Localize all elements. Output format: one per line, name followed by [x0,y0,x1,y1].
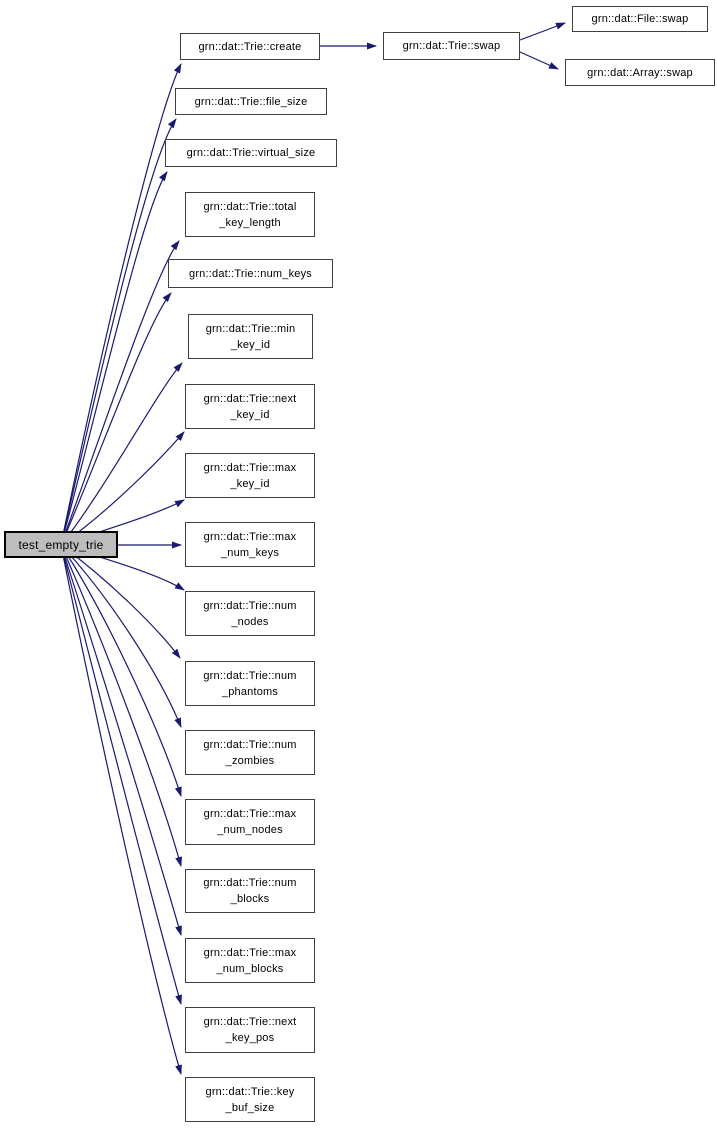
edge-test_empty_trie-virtual_size [60,171,168,546]
edge-test_empty_trie-max_num_blocks [60,544,182,936]
edge-test_empty_trie-next_key_pos [60,544,182,1005]
node-trie-num-nodes[interactable]: grn::dat::Trie::num _nodes [185,591,315,636]
node-trie-create[interactable]: grn::dat::Trie::create [180,33,320,60]
node-trie-max-num-keys[interactable]: grn::dat::Trie::max _num_keys [185,522,315,567]
node-trie-virtual-size[interactable]: grn::dat::Trie::virtual_size [165,139,337,167]
node-trie-max-num-blocks[interactable]: grn::dat::Trie::max _num_blocks [185,938,315,983]
node-trie-next-key-pos[interactable]: grn::dat::Trie::next _key_pos [185,1007,315,1053]
edge-test_empty_trie-num_keys [60,292,172,546]
edge-test_empty_trie-file_size [60,118,177,546]
node-trie-min-key-id[interactable]: grn::dat::Trie::min _key_id [188,314,313,359]
node-trie-num-blocks[interactable]: grn::dat::Trie::num _blocks [185,869,315,913]
node-trie-max-num-nodes[interactable]: grn::dat::Trie::max _num_nodes [185,799,315,845]
node-trie-num-keys[interactable]: grn::dat::Trie::num_keys [168,259,333,288]
edge-test_empty_trie-num_blocks [60,544,182,867]
edge-test_empty_trie-num_zombies [60,544,182,728]
node-trie-next-key-id[interactable]: grn::dat::Trie::next _key_id [185,384,315,429]
node-trie-total-key-length[interactable]: grn::dat::Trie::total _key_length [185,192,315,237]
edge-test_empty_trie-key_buf_size [60,544,182,1075]
edge-trie_swap-array_swap [519,51,559,70]
edge-test_empty_trie-create [60,63,182,546]
node-trie-key-buf-size[interactable]: grn::dat::Trie::key _buf_size [185,1077,315,1122]
node-trie-file-size[interactable]: grn::dat::Trie::file_size [175,88,327,115]
node-trie-num-zombies[interactable]: grn::dat::Trie::num _zombies [185,730,315,775]
edge-test_empty_trie-min_key_id [60,362,183,546]
edge-trie_swap-file_swap [519,22,566,41]
node-trie-num-phantoms[interactable]: grn::dat::Trie::num _phantoms [185,661,315,706]
node-file-swap[interactable]: grn::dat::File::swap [572,6,708,32]
node-array-swap[interactable]: grn::dat::Array::swap [565,59,715,86]
edge-test_empty_trie-max_num_nodes [60,544,182,797]
node-trie-swap[interactable]: grn::dat::Trie::swap [383,32,520,60]
node-trie-max-key-id[interactable]: grn::dat::Trie::max _key_id [185,453,315,498]
node-test-empty-trie: test_empty_trie [4,531,118,558]
edge-test_empty_trie-next_key_id [60,431,185,546]
